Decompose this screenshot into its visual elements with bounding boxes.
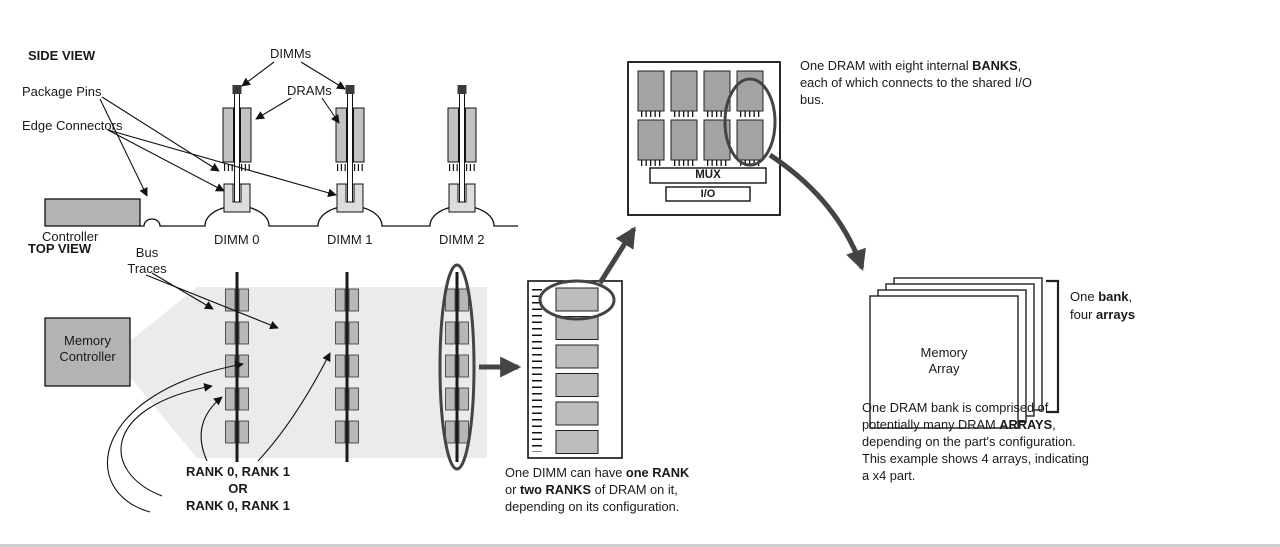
bottom-border bbox=[0, 544, 1280, 547]
banks-note: One DRAM with eight internal BANKS, each… bbox=[800, 58, 1032, 107]
mux-box bbox=[649, 167, 767, 184]
dram-highlight-ellipse bbox=[538, 279, 616, 321]
side-dimm-2 bbox=[448, 85, 476, 212]
controller-label: Controller bbox=[42, 229, 99, 244]
array-stack bbox=[869, 277, 1043, 429]
dimm1-label: DIMM 1 bbox=[327, 232, 373, 247]
side-dimm-1 bbox=[336, 85, 364, 212]
bank-bracket bbox=[1046, 279, 1060, 414]
package-pins-label: Package Pins bbox=[22, 84, 102, 99]
dimm-highlight-ellipse bbox=[438, 263, 476, 471]
side-dimm-0 bbox=[223, 85, 251, 212]
top-dimm-1 bbox=[335, 271, 359, 463]
side-view-title: SIDE VIEW bbox=[28, 48, 96, 63]
drams-label: DRAMs bbox=[287, 83, 332, 98]
arrays-note: One DRAM bank is comprised of potentiall… bbox=[862, 400, 1089, 483]
top-dimm-2 bbox=[445, 271, 469, 463]
controller-box bbox=[44, 198, 141, 227]
mux-label: MUX bbox=[695, 169, 721, 181]
bank-highlight-ellipse bbox=[723, 77, 777, 167]
dimm-note: One DIMM can have one RANK or two RANKS … bbox=[505, 465, 690, 514]
edge-connectors-label: Edge Connectors bbox=[22, 118, 123, 133]
side-view-graphics bbox=[44, 61, 518, 227]
io-box bbox=[665, 186, 751, 202]
dram-internals-graphics bbox=[627, 61, 866, 271]
top-view-graphics bbox=[44, 263, 487, 513]
memory-array-graphics bbox=[869, 277, 1060, 429]
dimm2-label: DIMM 2 bbox=[439, 232, 485, 247]
dimm0-label: DIMM 0 bbox=[214, 232, 260, 247]
bus-trace-region bbox=[130, 287, 487, 458]
zoom-arrow-bank bbox=[768, 152, 866, 271]
top-view-title: TOP VIEW bbox=[28, 241, 92, 256]
dimm-dram-chips bbox=[555, 287, 599, 454]
top-view-callout-arrows bbox=[106, 272, 331, 513]
side-view-callout-arrows bbox=[99, 61, 346, 198]
io-label: I/O bbox=[700, 188, 716, 200]
memory-controller-box bbox=[44, 317, 131, 387]
zoom-arrow-dram bbox=[597, 226, 637, 285]
dimms-label: DIMMs bbox=[270, 46, 312, 61]
dimm-zoom-graphics bbox=[479, 226, 637, 459]
one-bank-four-arrays-label: One bank, four arrays bbox=[1070, 289, 1136, 322]
